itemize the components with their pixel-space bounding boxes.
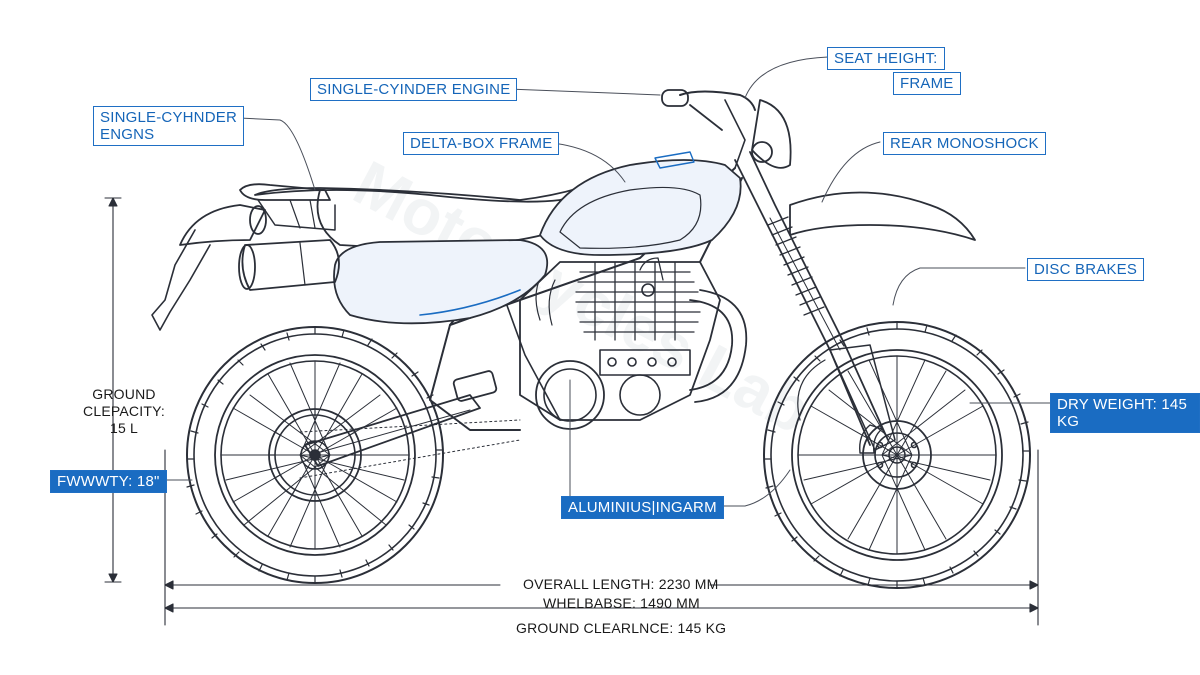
fuel-tank <box>539 151 742 256</box>
dim-wheelbase: WHELBABSE: 1490 MM <box>543 595 700 611</box>
dim-ground-capacity: GROUND CLEPACITY: 15 L <box>83 386 165 436</box>
label-disc-brakes: DISC BRAKES <box>1027 258 1145 281</box>
label-dry-weight: DRY WEIGHT: 145 KG <box>1050 393 1200 433</box>
label-delta-box-frame: DELTA-BOX FRAME <box>403 132 560 155</box>
label-seat-height: SEAT HEIGHT: <box>827 47 945 70</box>
label-aluminium-swingarm: ALUMINIUS|INGARM <box>561 496 724 519</box>
label-rear-monoshock: REAR MONOSHOCK <box>883 132 1046 155</box>
label-frame: FRAME <box>893 72 961 95</box>
front-wheel <box>763 321 1031 589</box>
label-wheel-size: FWWWTY: 18" <box>50 470 167 493</box>
dim-overall-length: OVERALL LENGTH: 2230 MM <box>523 576 719 592</box>
label-single-cylinder-engine-left: SINGLE-CYHNDER ENGNS <box>93 106 244 146</box>
rear-rack-fender <box>151 183 336 331</box>
headlight-handlebar <box>661 89 792 169</box>
muffler <box>238 239 340 291</box>
side-panel <box>333 239 549 325</box>
front-tire-tread <box>763 321 1031 589</box>
engine <box>519 257 721 430</box>
cylinder-fins <box>575 261 701 341</box>
front-fork <box>734 151 896 451</box>
dim-ground-clearance: GROUND CLEARLNCE: 145 KG <box>516 620 727 636</box>
rear-wheel <box>186 326 444 584</box>
swingarm <box>299 370 521 479</box>
front-spokes <box>797 355 997 555</box>
rear-sprocket <box>268 408 362 502</box>
label-single-cylinder-engine-top: SINGLE-CYINDER ENGINE <box>310 78 518 101</box>
exhaust-header <box>689 289 748 403</box>
front-fender <box>789 191 976 241</box>
